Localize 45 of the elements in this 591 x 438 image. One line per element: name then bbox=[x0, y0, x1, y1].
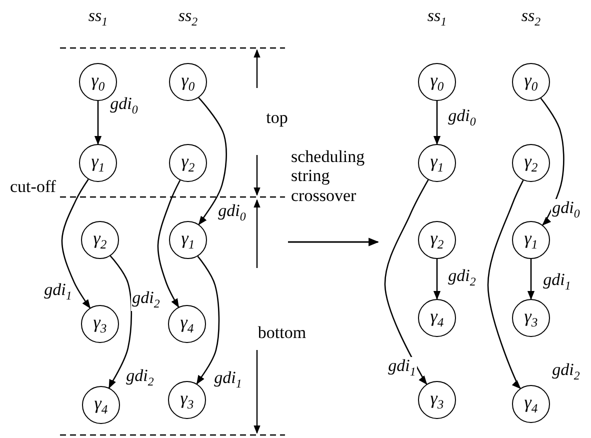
state-circle: γ$_{0}$ bbox=[418, 63, 456, 101]
state-circle: γ$_{3}$ bbox=[168, 381, 206, 419]
state-circle: γ$_{1}$ bbox=[512, 221, 550, 259]
state-circle: γ$_{2}$ bbox=[512, 144, 550, 182]
column-label: ss$_{1}$ bbox=[88, 6, 108, 30]
arrow bbox=[108, 255, 132, 389]
column-label: ss$_{2}$ bbox=[178, 6, 198, 30]
state-circle: γ$_{2}$ bbox=[418, 221, 456, 259]
state-circle: γ$_{0}$ bbox=[512, 63, 550, 101]
cut-off-label: cut-off bbox=[10, 177, 56, 197]
arrow bbox=[94, 101, 102, 145]
state-circle: γ$_{1}$ bbox=[169, 221, 207, 259]
arrow bbox=[61, 178, 91, 309]
arrow bbox=[433, 101, 441, 145]
arrow bbox=[157, 180, 181, 308]
edge-label: gdi$_{0}$ bbox=[551, 199, 581, 221]
edge-label: gdi$_{0}$ bbox=[447, 107, 477, 129]
arrow bbox=[487, 180, 524, 389]
state-circle: γ$_{4}$ bbox=[168, 305, 206, 343]
state-circle: γ$_{0}$ bbox=[169, 63, 207, 101]
state-circle: γ$_{1}$ bbox=[418, 144, 456, 182]
column-label: ss$_{2}$ bbox=[521, 6, 541, 30]
edge-label: gdi$_{2}$ bbox=[131, 289, 161, 311]
transformation-label: scheduling string crossover bbox=[291, 146, 366, 206]
column-label: ss$_{1}$ bbox=[427, 6, 447, 30]
state-circle: γ$_{3}$ bbox=[418, 381, 456, 419]
arrow bbox=[540, 98, 564, 226]
arrow bbox=[384, 180, 429, 385]
state-circle: γ$_{0}$ bbox=[79, 63, 117, 101]
state-circle: γ$_{3}$ bbox=[512, 299, 550, 337]
edge-label: gdi$_{0}$ bbox=[109, 95, 139, 117]
state-circle: γ$_{2}$ bbox=[81, 221, 119, 259]
arrow bbox=[527, 259, 535, 300]
state-circle: γ$_{4}$ bbox=[418, 299, 456, 337]
section-label: top bbox=[266, 108, 288, 128]
section-label: bottom bbox=[258, 323, 306, 343]
state-circle: γ$_{4}$ bbox=[512, 385, 550, 423]
edge-label: gdi$_{0}$ bbox=[217, 202, 247, 224]
state-circle: γ$_{2}$ bbox=[169, 144, 207, 182]
arrow bbox=[433, 259, 441, 300]
state-circle: γ$_{1}$ bbox=[79, 144, 117, 182]
arrow bbox=[198, 97, 227, 226]
state-circle: γ$_{3}$ bbox=[81, 305, 119, 343]
state-circle: γ$_{4}$ bbox=[82, 386, 120, 424]
arrow bbox=[196, 256, 220, 385]
